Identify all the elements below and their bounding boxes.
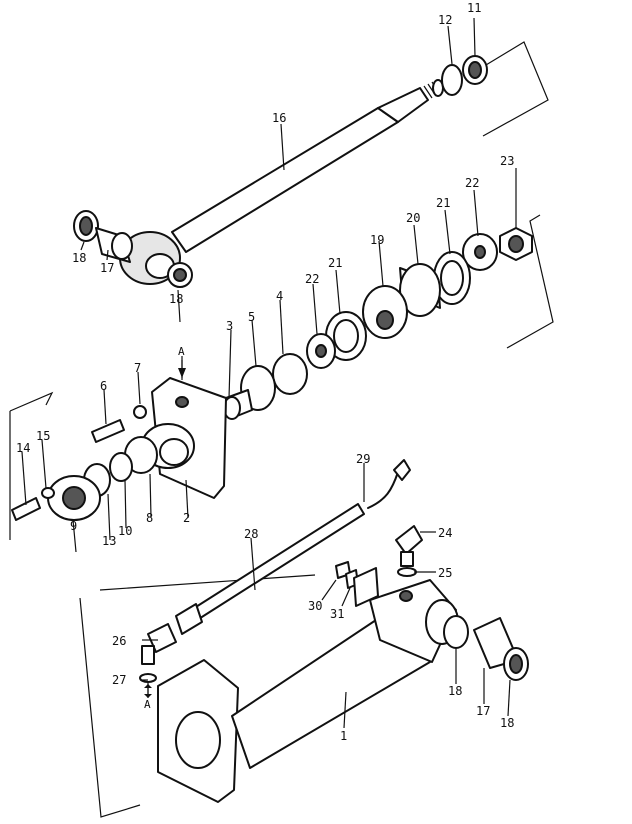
callout-10: 10 [118, 524, 132, 538]
callout-18b: 18 [169, 292, 183, 306]
callout-1: 1 [340, 729, 347, 743]
callout-2: 2 [183, 511, 190, 525]
callout-15: 15 [36, 429, 50, 443]
view-arrows [144, 360, 186, 698]
callout-25: 25 [438, 566, 452, 580]
callout-8: 8 [146, 511, 153, 525]
elbows [139, 525, 423, 683]
callout-4: 4 [276, 289, 283, 303]
gland-seals [223, 353, 308, 420]
rod-end-rings [441, 55, 488, 96]
callout-22b: 22 [305, 272, 319, 286]
callout-14: 14 [16, 441, 30, 455]
callout-labels: 11 12 16 23 22 21 20 19 21 22 4 5 3 18 1… [16, 1, 514, 743]
callout-20: 20 [406, 211, 420, 225]
callout-29: 29 [356, 452, 370, 466]
callout-11: 11 [467, 1, 481, 15]
callout-3: 3 [226, 319, 233, 333]
callout-18d: 18 [500, 716, 514, 730]
frame-lines [9, 41, 554, 818]
callout-18a: 18 [72, 251, 86, 265]
piston-rod [119, 79, 444, 285]
callout-18c: 18 [448, 684, 462, 698]
flange [11, 405, 147, 521]
callout-17b: 17 [476, 704, 490, 718]
view-mark-a-bottom: A [144, 698, 151, 711]
callout-24: 24 [438, 526, 452, 540]
callout-5: 5 [248, 310, 255, 324]
callout-7: 7 [134, 361, 141, 375]
callout-9: 9 [70, 519, 77, 533]
callout-13: 13 [102, 534, 116, 548]
callout-22a: 22 [465, 176, 479, 190]
rod-end-bushings [73, 210, 193, 288]
callout-16: 16 [272, 111, 286, 125]
callout-23: 23 [500, 154, 514, 168]
callout-30: 30 [308, 599, 322, 613]
callout-28: 28 [244, 527, 258, 541]
hose-assembly [175, 459, 411, 635]
callout-31: 31 [330, 607, 344, 621]
callout-6: 6 [100, 379, 107, 393]
callout-21a: 21 [436, 196, 450, 210]
callout-26: 26 [112, 634, 126, 648]
view-mark-a-top: A [178, 345, 185, 358]
leader-lines [21, 17, 517, 729]
callout-27: 27 [112, 673, 126, 687]
bolts-30-31 [335, 561, 379, 607]
cylinder-tube [157, 579, 529, 803]
piston-assembly [306, 227, 533, 369]
callout-17a: 17 [100, 261, 114, 275]
callout-21b: 21 [328, 256, 342, 270]
callout-19: 19 [370, 233, 384, 247]
cylinder-head [83, 377, 227, 499]
callout-12: 12 [438, 13, 452, 27]
